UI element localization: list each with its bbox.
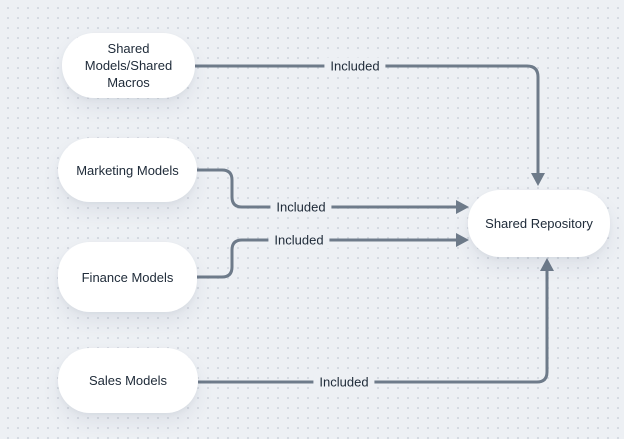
node-sales-models-label: Sales Models (88, 373, 168, 388)
node-shared-repository[interactable]: Shared Repository (468, 190, 610, 257)
edge-shared-models-to-repository[interactable] (195, 64, 540, 174)
edge-label-included-sales[interactable]: Included (313, 373, 375, 391)
node-finance-models[interactable]: Finance Models (58, 242, 197, 312)
node-shared-models-macros[interactable]: Shared Models/Shared Macros (62, 33, 195, 98)
arrowhead-up-icon (540, 258, 554, 271)
edge-marketing-to-repository[interactable] (197, 168, 457, 209)
arrowhead-right-icon (456, 200, 469, 214)
edge-finance-to-repository[interactable] (197, 238, 457, 279)
edge-sales-to-repository[interactable] (198, 270, 549, 384)
node-shared-repository-label: Shared Repository (485, 216, 593, 231)
edge-label-included-finance[interactable]: Included (268, 231, 330, 249)
edge-label-included-marketing[interactable]: Included (270, 198, 332, 216)
node-shared-models-macros-label: Shared Models/Shared Macros (84, 41, 173, 90)
arrowhead-right-icon (456, 233, 469, 247)
node-marketing-models-label: Marketing Models (76, 162, 179, 178)
node-sales-models[interactable]: Sales Models (58, 348, 198, 413)
node-marketing-models[interactable]: Marketing Models (58, 138, 197, 202)
edge-label-included-shared-models[interactable]: Included (324, 57, 386, 75)
arrowhead-down-icon (531, 173, 545, 186)
node-finance-models-label: Finance Models (81, 269, 174, 285)
